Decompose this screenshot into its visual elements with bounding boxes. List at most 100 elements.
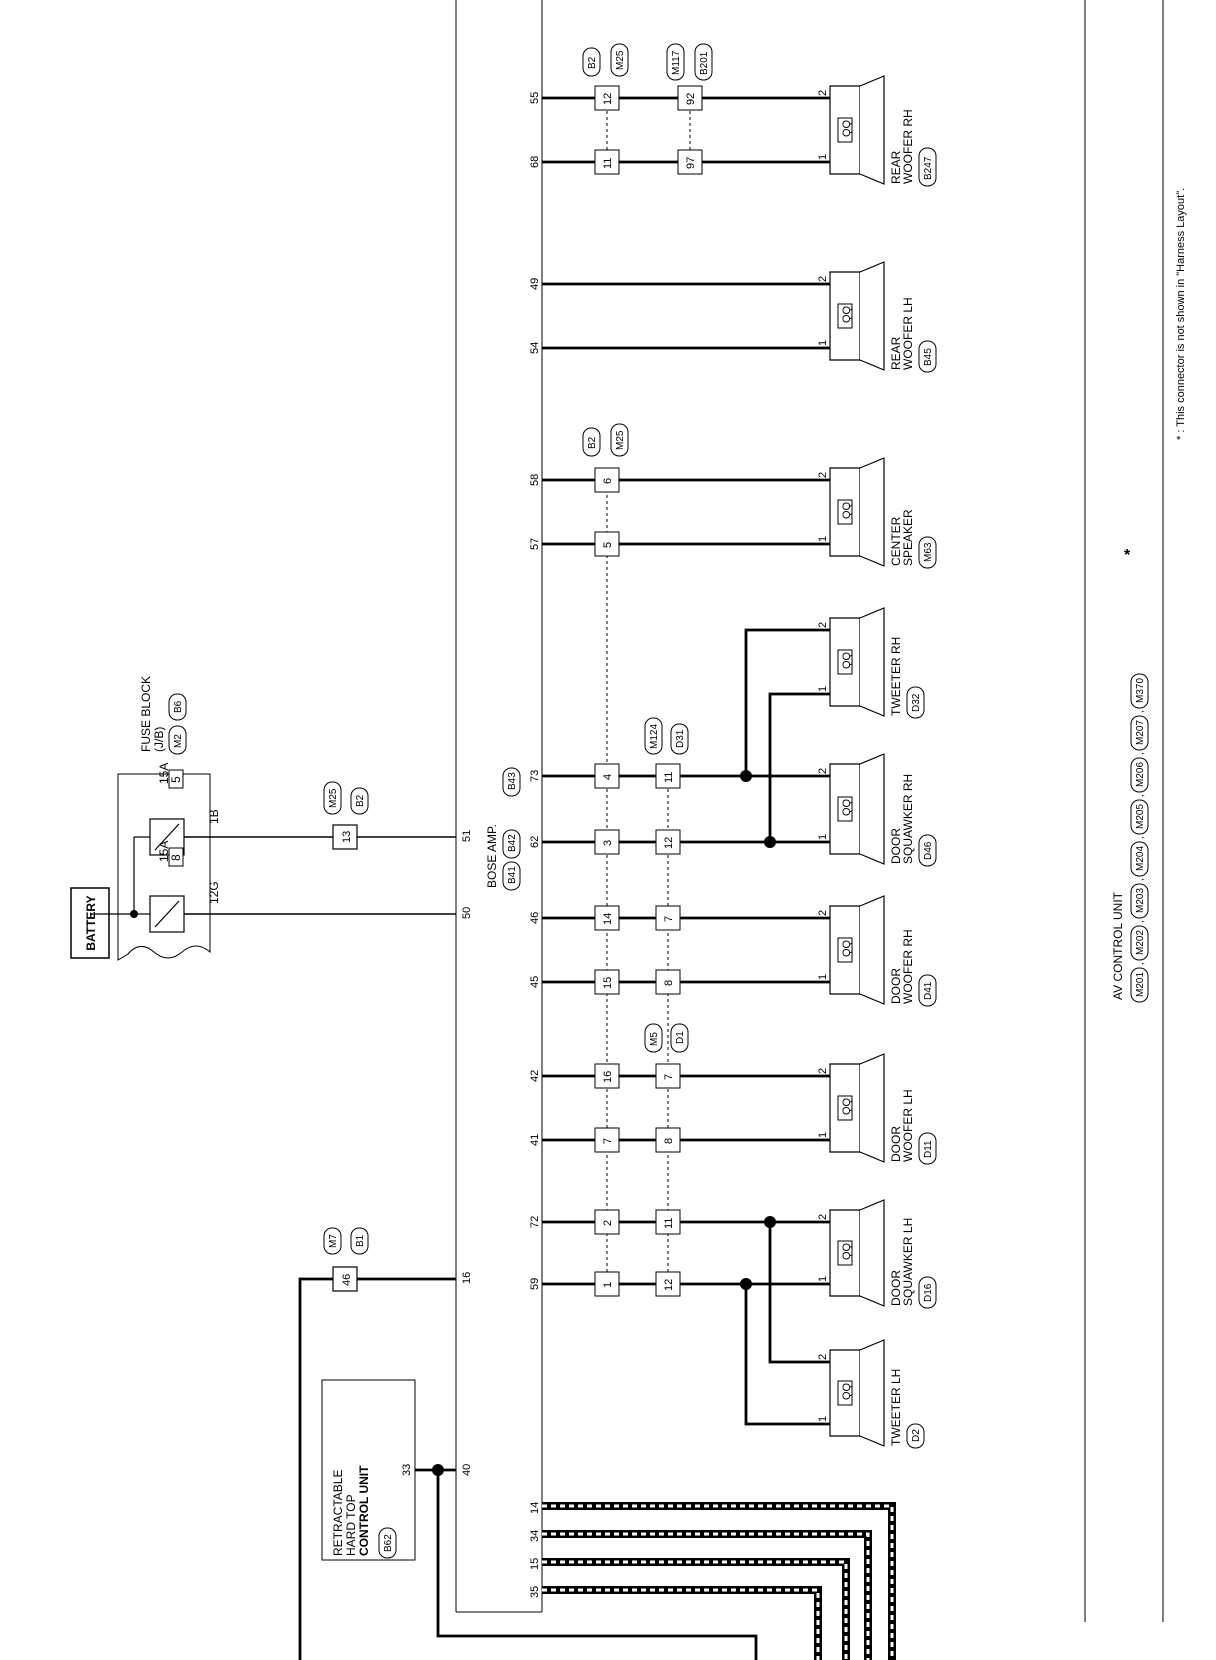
amp-pin-49: 49 xyxy=(529,278,541,290)
connector-tag-b2-center: B2 xyxy=(582,427,601,457)
svg-text:97: 97 xyxy=(685,157,697,169)
svg-text:11: 11 xyxy=(602,158,614,169)
av-connector-m202: M202, xyxy=(1130,920,1149,961)
svg-text:M25: M25 xyxy=(615,50,626,70)
inline-b-1: 1 xyxy=(594,1271,620,1297)
svg-text:D1: D1 xyxy=(675,1031,686,1044)
svg-text:16: 16 xyxy=(602,1071,614,1083)
splice-dots xyxy=(740,770,776,1290)
svg-text:RETRACTABLE: RETRACTABLE xyxy=(331,1470,345,1556)
inline-b-16: 16 xyxy=(594,1063,620,1089)
svg-text:73: 73 xyxy=(529,770,541,782)
amp-pin-16: 16 xyxy=(461,1272,473,1284)
svg-text:QQ: QQ xyxy=(841,119,853,137)
svg-text:57: 57 xyxy=(529,538,541,550)
connector-tag-b2-rear: B2 xyxy=(582,47,601,77)
inline-b-14: 14 xyxy=(594,905,620,931)
bose-amp-label: BOSE AMP. xyxy=(485,824,499,888)
svg-text:B201: B201 xyxy=(699,51,710,75)
connector-tag-m124: M124 xyxy=(644,717,663,755)
svg-text:2: 2 xyxy=(817,276,829,282)
bose-amp-connector-b42: B42 xyxy=(502,829,521,859)
inline-b-3: 3 xyxy=(594,829,620,855)
svg-text:D32: D32 xyxy=(911,693,922,712)
av-control-unit-connectors: M201,M202,M203,M204,M205,M206,M207,M370 xyxy=(1130,673,1149,1003)
inline-c-8a: 8 xyxy=(655,1127,681,1153)
svg-text:QQ: QQ xyxy=(841,798,853,816)
inline-c-97: 97 xyxy=(677,149,703,175)
connector-group-dots xyxy=(606,98,691,1284)
inline-b-2: 2 xyxy=(594,1209,620,1235)
speaker-wires xyxy=(542,96,830,1426)
svg-text:8: 8 xyxy=(663,1138,675,1144)
amp-pin-57: 57 xyxy=(529,538,541,550)
svg-text:3: 3 xyxy=(602,840,614,846)
amp-pin-73: 73 xyxy=(529,770,541,782)
svg-text:M206: M206 xyxy=(1135,762,1146,787)
svg-text:QQ: QQ xyxy=(841,1382,853,1400)
connector-tag-m25: M25 xyxy=(323,781,342,815)
svg-text:B41: B41 xyxy=(507,866,518,884)
connector-tag-m25-rear: M25 xyxy=(610,43,629,77)
speaker-connector-tag: D2 xyxy=(906,1423,925,1449)
svg-text:11: 11 xyxy=(663,1218,675,1229)
speaker-connector-tag: D16 xyxy=(918,1276,937,1309)
svg-text:46: 46 xyxy=(341,1274,353,1286)
svg-text:1: 1 xyxy=(817,154,829,160)
connector-tag-m117: M117 xyxy=(666,43,685,81)
svg-text:QQ: QQ xyxy=(841,501,853,519)
svg-text:54: 54 xyxy=(529,342,541,354)
svg-text:46: 46 xyxy=(529,912,541,924)
svg-text:41: 41 xyxy=(529,1134,541,1146)
svg-text:QQ: QQ xyxy=(841,305,853,323)
svg-text:12: 12 xyxy=(602,93,614,105)
svg-text:1B: 1B xyxy=(207,809,221,824)
inline-column-b: 1 2 7 16 15 14 3 4 5 6 11 12 xyxy=(594,85,620,1297)
inline-b-4: 4 xyxy=(594,763,620,789)
av-connector-m203: M203, xyxy=(1130,878,1149,919)
svg-text:(J/B): (J/B) xyxy=(152,727,166,752)
svg-text:2: 2 xyxy=(817,622,829,628)
inline-connector-13: 13 xyxy=(332,824,358,850)
svg-text:1: 1 xyxy=(817,974,829,980)
svg-text:M124: M124 xyxy=(649,724,660,749)
shielded-wire-34 xyxy=(542,1530,872,1660)
shielded-wire-35 xyxy=(542,1586,822,1660)
svg-text:15A: 15A xyxy=(157,763,171,784)
svg-text:TWEETER LH: TWEETER LH xyxy=(889,1369,903,1446)
svg-text:14: 14 xyxy=(602,913,614,925)
svg-text:CENTER: CENTER xyxy=(889,516,903,566)
svg-text:16: 16 xyxy=(461,1272,473,1284)
svg-text:8: 8 xyxy=(663,980,675,986)
amp-pin-51: 51 xyxy=(461,830,473,842)
pin-15: 15 xyxy=(529,1558,541,1570)
speaker-connector-tag: B247 xyxy=(918,147,937,187)
bose-amp-connector-b43: B43 xyxy=(502,767,521,797)
battery-box: BATTERY xyxy=(70,887,110,959)
svg-text:QQ: QQ xyxy=(841,1242,853,1260)
fuse-block-label: FUSE BLOCK (J/B) xyxy=(139,676,166,752)
pin-35: 35 xyxy=(529,1586,541,1598)
svg-text:34: 34 xyxy=(529,1530,541,1542)
svg-text:12: 12 xyxy=(663,1279,675,1291)
svg-text:D2: D2 xyxy=(911,1429,922,1442)
fuse-8-number: 8 xyxy=(168,847,184,867)
speaker-label: TWEETER RH xyxy=(889,637,903,716)
av-connector-m201: M201, xyxy=(1130,962,1149,1003)
svg-text:DOOR: DOOR xyxy=(889,1126,903,1162)
svg-text:M117: M117 xyxy=(671,50,682,75)
speaker-connector-tag: M63 xyxy=(918,536,937,569)
inline-b-11: 11 xyxy=(594,149,620,175)
svg-text:51: 51 xyxy=(461,830,473,842)
svg-text:DOOR: DOOR xyxy=(889,968,903,1004)
svg-text:B247: B247 xyxy=(923,156,934,180)
svg-text:M7: M7 xyxy=(328,1234,339,1248)
battery-label: BATTERY xyxy=(84,895,98,950)
svg-text:BOSE AMP.: BOSE AMP. xyxy=(485,824,499,888)
svg-text:5: 5 xyxy=(602,542,614,548)
amp-pin-58: 58 xyxy=(529,474,541,486)
